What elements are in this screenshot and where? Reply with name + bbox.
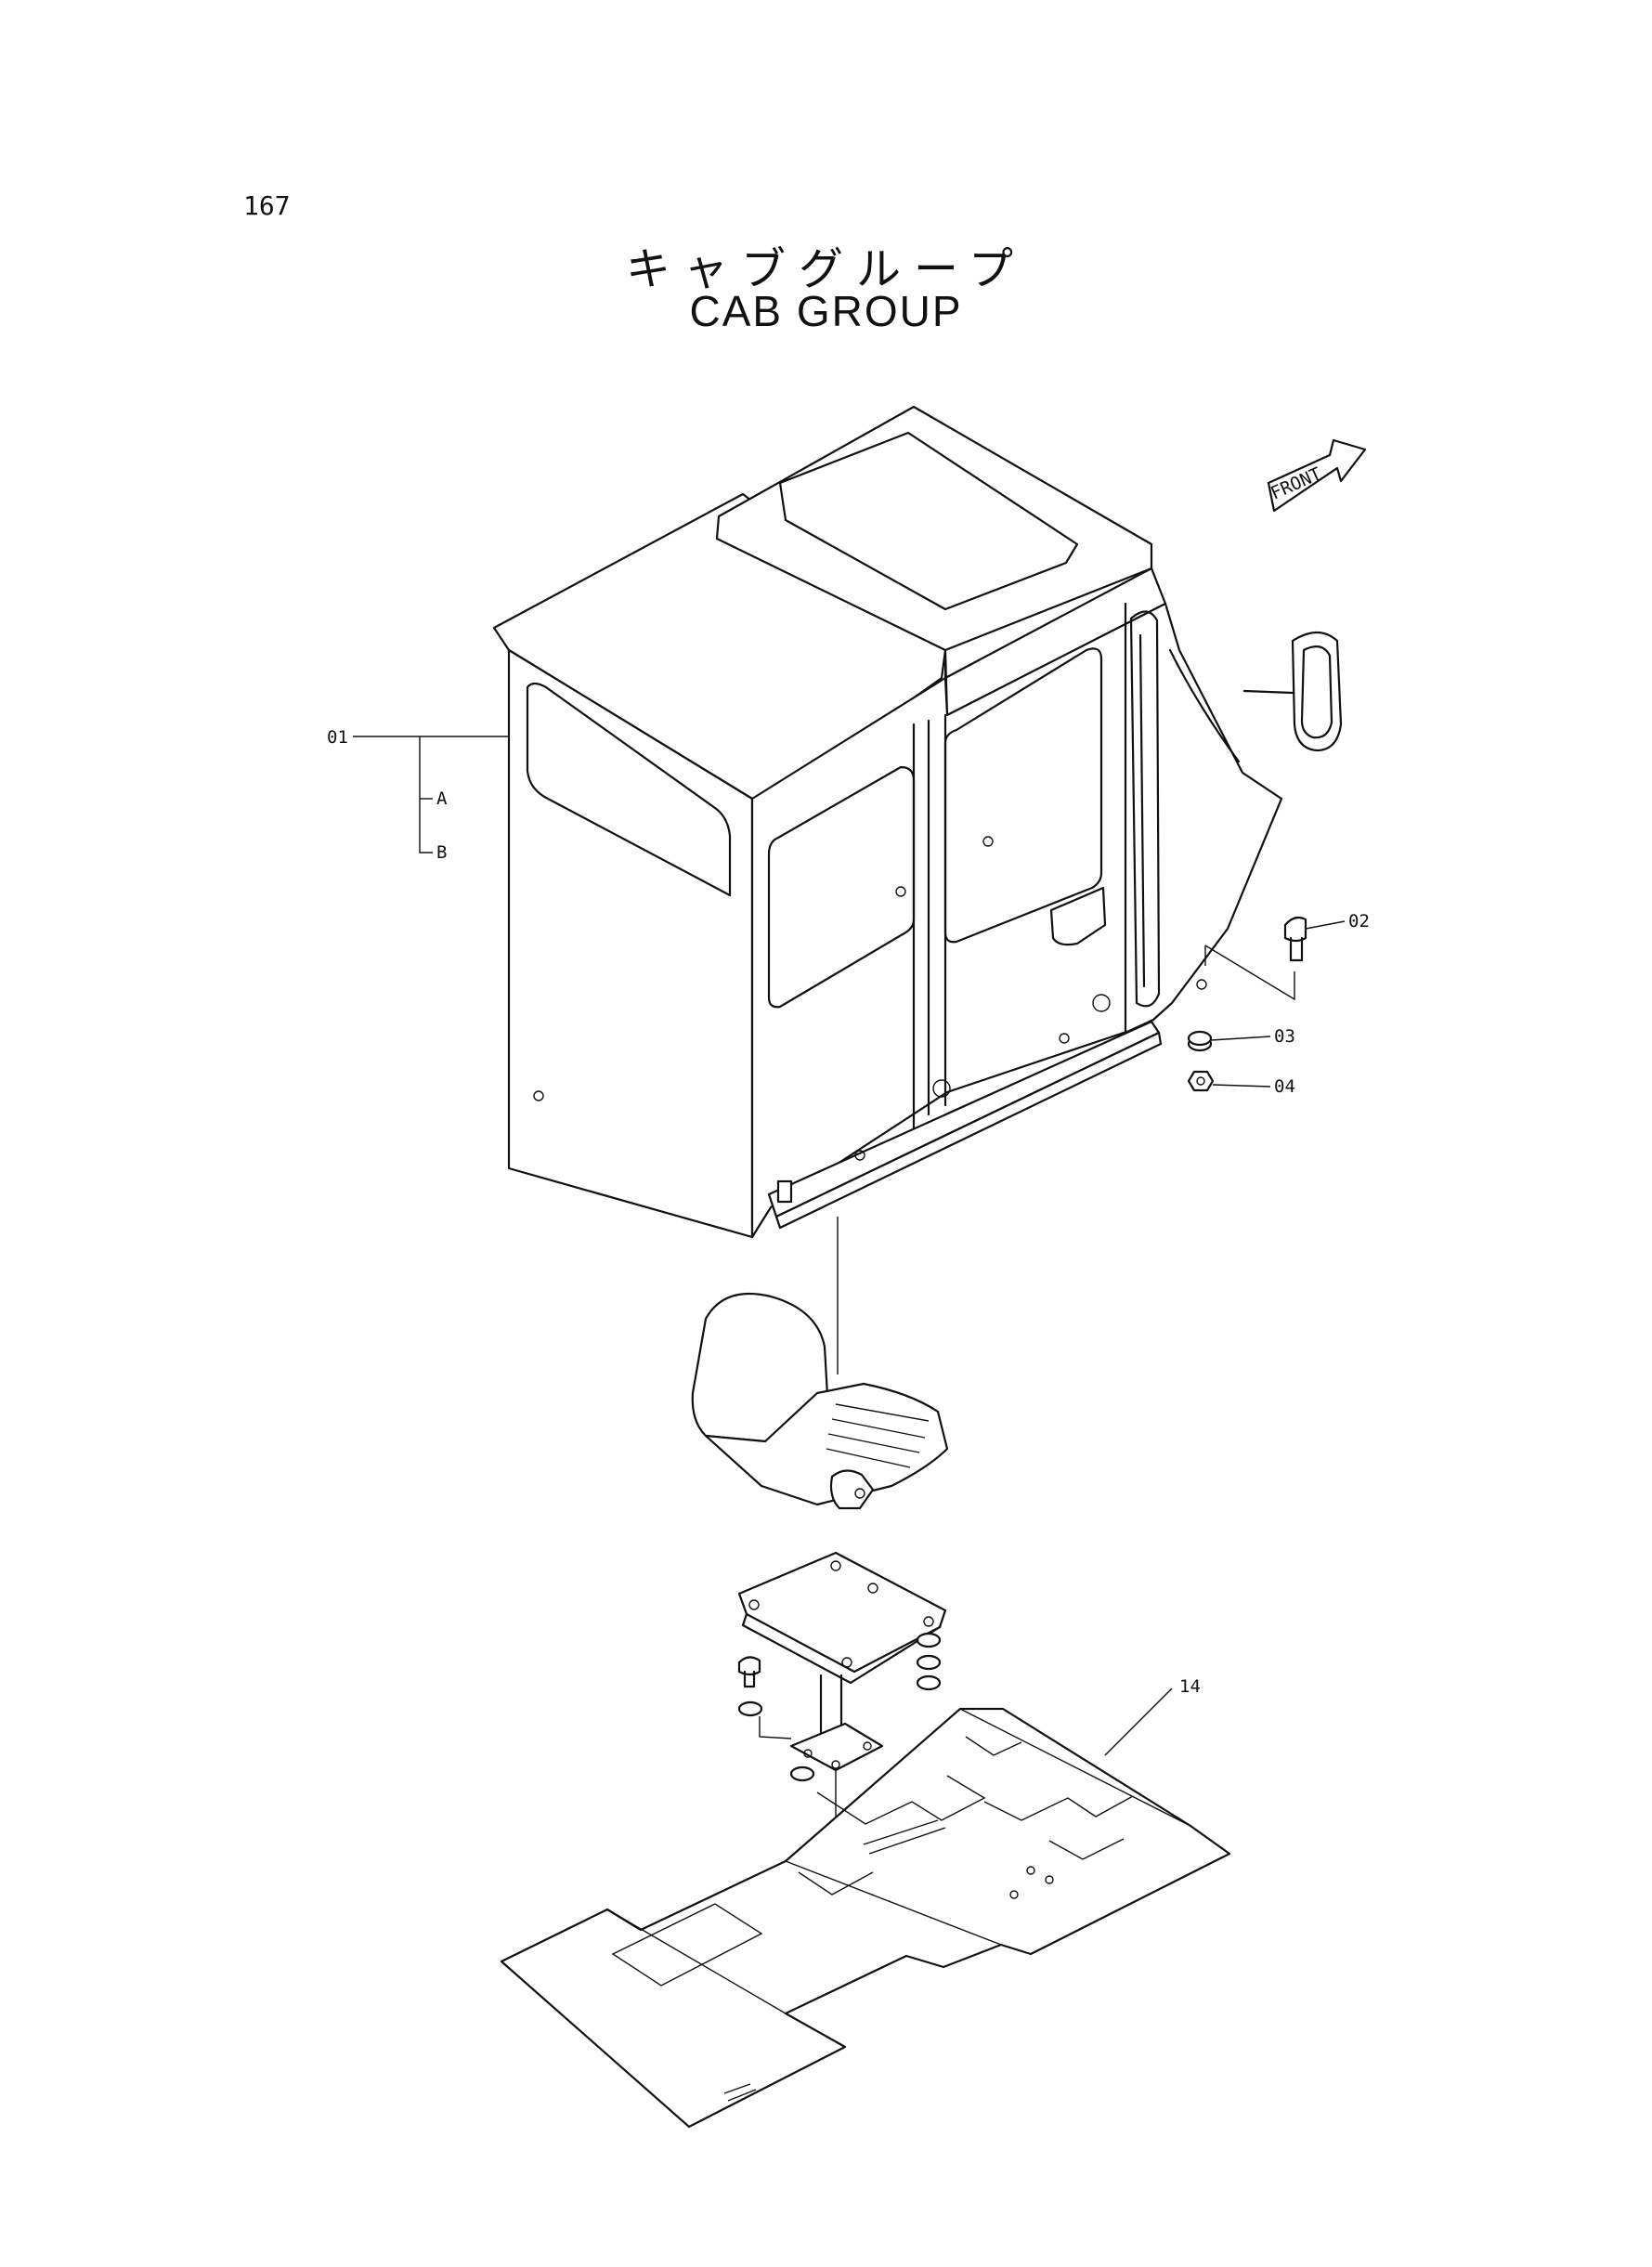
callout-B: B bbox=[436, 842, 447, 863]
callout-A: A bbox=[436, 788, 448, 809]
title-english: CAB GROUP bbox=[689, 287, 963, 335]
callout-01: 01 bbox=[327, 727, 348, 748]
operator-seat bbox=[691, 1293, 949, 1510]
callout-03: 03 bbox=[1274, 1026, 1295, 1047]
callout-04: 04 bbox=[1274, 1076, 1295, 1097]
front-arrow-icon: FRONT bbox=[1267, 438, 1367, 513]
fastener-group: 02 03 04 bbox=[1187, 911, 1370, 1097]
seat-stand bbox=[737, 1551, 947, 1904]
callout-14: 14 bbox=[1179, 1676, 1201, 1697]
title-japanese: キャブグループ bbox=[625, 243, 1027, 295]
callout-02: 02 bbox=[1348, 911, 1370, 932]
callout-01-leader: 01 A B bbox=[327, 727, 509, 863]
cab-assembly bbox=[492, 405, 1343, 1239]
floor-mat: 14 bbox=[500, 1676, 1231, 2129]
page-number: 167 bbox=[243, 190, 291, 221]
